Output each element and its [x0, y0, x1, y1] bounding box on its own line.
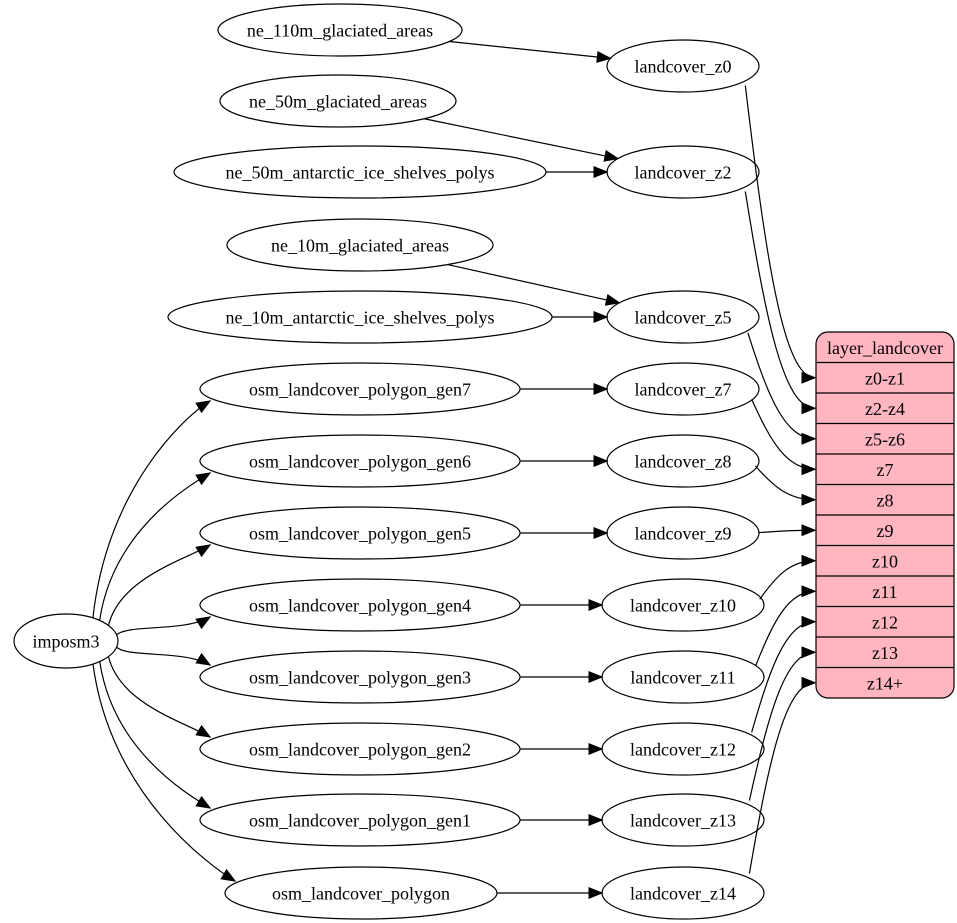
- edge-landcover_z8-to-z8: [755, 465, 817, 506]
- edge-landcover_z14-to-z14+: [748, 676, 817, 874]
- edge-landcover_z0-to-z0-z1: [744, 85, 817, 384]
- node-label: osm_landcover_polygon: [272, 884, 450, 904]
- node-ellipse: [13, 613, 119, 669]
- node-label: ne_50m_glaciated_areas: [249, 92, 427, 112]
- node-landcover_z0: landcover_z0: [606, 39, 760, 93]
- node-ne_10m_antarctic_ice_shelves_polys: ne_10m_antarctic_ice_shelves_polys: [167, 290, 553, 344]
- record-row-z8: z8: [877, 490, 894, 510]
- node-landcover_z12: landcover_z12: [601, 722, 765, 776]
- node-label: osm_landcover_polygon_gen5: [249, 524, 471, 544]
- node-ellipse: [219, 74, 457, 128]
- record-row-z7: z7: [877, 460, 894, 480]
- edge-landcover_z12-to-z12: [751, 615, 817, 733]
- edge-imposm3-to-osm_landcover_polygon_gen4: [116, 616, 212, 636]
- node-ellipse: [217, 3, 463, 57]
- record-row-z11: z11: [872, 582, 897, 602]
- node-label: landcover_z13: [630, 811, 736, 831]
- node-imposm3: imposm3: [13, 613, 119, 669]
- node-landcover_z7: landcover_z7: [606, 362, 760, 416]
- node-label: landcover_z7: [635, 380, 732, 400]
- node-label: osm_landcover_polygon_gen6: [249, 452, 471, 472]
- edge-landcover_z13-to-z13: [748, 646, 817, 801]
- record-title: layer_landcover: [827, 338, 943, 358]
- node-label: landcover_z14: [630, 884, 736, 904]
- node-label: ne_110m_glaciated_areas: [247, 21, 433, 41]
- node-label: landcover_z10: [630, 596, 736, 616]
- node-osm_landcover_polygon_gen5: osm_landcover_polygon_gen5: [199, 506, 521, 560]
- edge-imposm3-to-osm_landcover_polygon_gen1: [99, 661, 212, 809]
- record-row-z2-z4: z2-z4: [865, 399, 905, 419]
- edge-imposm3-to-osm_landcover_polygon_gen7: [92, 400, 212, 618]
- record-row-z5-z6: z5-z6: [865, 429, 905, 449]
- node-osm_landcover_polygon_gen4: osm_landcover_polygon_gen4: [199, 578, 521, 632]
- node-label: ne_50m_antarctic_ice_shelves_polys: [226, 163, 495, 183]
- edge-imposm3-to-osm_landcover_polygon_gen5: [107, 544, 212, 626]
- edge-landcover_z11-to-z11: [755, 585, 817, 667]
- node-landcover_z11: landcover_z11: [601, 650, 765, 704]
- record-row-z0-z1: z0-z1: [865, 368, 905, 388]
- record-row-z13: z13: [872, 643, 898, 663]
- edge-ne_10m_glaciated_areas-to-landcover_z5: [447, 263, 621, 306]
- node-label: osm_landcover_polygon_gen7: [249, 380, 471, 400]
- node-ne_10m_glaciated_areas: ne_10m_glaciated_areas: [226, 218, 494, 272]
- node-landcover_z10: landcover_z10: [601, 578, 765, 632]
- edge-imposm3-to-osm_landcover_polygon_gen3: [116, 646, 212, 666]
- node-landcover_z8: landcover_z8: [606, 434, 760, 488]
- node-label: osm_landcover_polygon_gen3: [249, 668, 471, 688]
- node-osm_landcover_polygon_gen2: osm_landcover_polygon_gen2: [199, 722, 521, 776]
- node-label: landcover_z8: [635, 452, 732, 472]
- node-label: ne_10m_antarctic_ice_shelves_polys: [226, 308, 495, 328]
- node-osm_landcover_polygon_gen1: osm_landcover_polygon_gen1: [199, 793, 521, 847]
- node-ellipse: [226, 218, 494, 272]
- edge-landcover_z10-to-z10: [759, 554, 817, 600]
- record-row-z9: z9: [877, 521, 894, 541]
- record-node-layer_landcover: layer_landcover z0-z1 z2-z4 z5-z6 z7 z8 z9 z10 z…: [815, 331, 955, 699]
- node-landcover_z14: landcover_z14: [601, 866, 765, 920]
- record-row-z10: z10: [872, 551, 898, 571]
- edge-imposm3-to-osm_landcover_polygon_gen6: [99, 472, 212, 621]
- node-label: ne_10m_glaciated_areas: [271, 236, 449, 256]
- node-osm_landcover_polygon_gen3: osm_landcover_polygon_gen3: [199, 650, 521, 704]
- node-ne_110m_glaciated_areas: ne_110m_glaciated_areas: [217, 3, 463, 57]
- node-landcover_z13: landcover_z13: [601, 793, 765, 847]
- edge-landcover_z2-to-z2-z4: [744, 191, 817, 415]
- node-landcover_z5: landcover_z5: [606, 290, 760, 344]
- edge-landcover_z5-to-z5-z6: [747, 332, 817, 445]
- node-osm_landcover_polygon_gen6: osm_landcover_polygon_gen6: [199, 434, 521, 488]
- node-label: imposm3: [32, 632, 99, 652]
- record-row-z14+: z14+: [867, 673, 903, 693]
- node-label: landcover_z9: [635, 524, 732, 544]
- node-ellipse: [606, 39, 760, 93]
- node-label: landcover_z11: [630, 668, 735, 688]
- record-row-z12: z12: [872, 612, 898, 632]
- node-label: osm_landcover_polygon_gen4: [249, 596, 471, 616]
- node-label: landcover_z5: [635, 308, 732, 328]
- node-ne_50m_antarctic_ice_shelves_polys: ne_50m_antarctic_ice_shelves_polys: [173, 145, 547, 199]
- node-landcover_z2: landcover_z2: [606, 145, 760, 199]
- node-label: osm_landcover_polygon_gen2: [249, 740, 471, 760]
- node-label: landcover_z12: [630, 740, 736, 760]
- node-osm_landcover_polygon: osm_landcover_polygon: [224, 866, 498, 920]
- edge-landcover_z9-to-z9: [758, 524, 817, 537]
- edge-imposm3-to-osm_landcover_polygon_gen2: [107, 656, 212, 738]
- edge-ne_110m_glaciated_areas-to-landcover_z0: [449, 40, 612, 63]
- node-landcover_z9: landcover_z9: [606, 506, 760, 560]
- edge-ne_50m_glaciated_areas-to-landcover_z2: [424, 118, 620, 162]
- node-osm_landcover_polygon_gen7: osm_landcover_polygon_gen7: [199, 362, 521, 416]
- edge-imposm3-to-osm_landcover_polygon: [92, 663, 237, 882]
- node-label: landcover_z2: [635, 163, 732, 183]
- node-ne_50m_glaciated_areas: ne_50m_glaciated_areas: [219, 74, 457, 128]
- edge-landcover_z7-to-z7: [751, 399, 817, 476]
- edges: [92, 40, 817, 899]
- node-label: landcover_z0: [635, 57, 732, 77]
- node-label: osm_landcover_polygon_gen1: [249, 811, 471, 831]
